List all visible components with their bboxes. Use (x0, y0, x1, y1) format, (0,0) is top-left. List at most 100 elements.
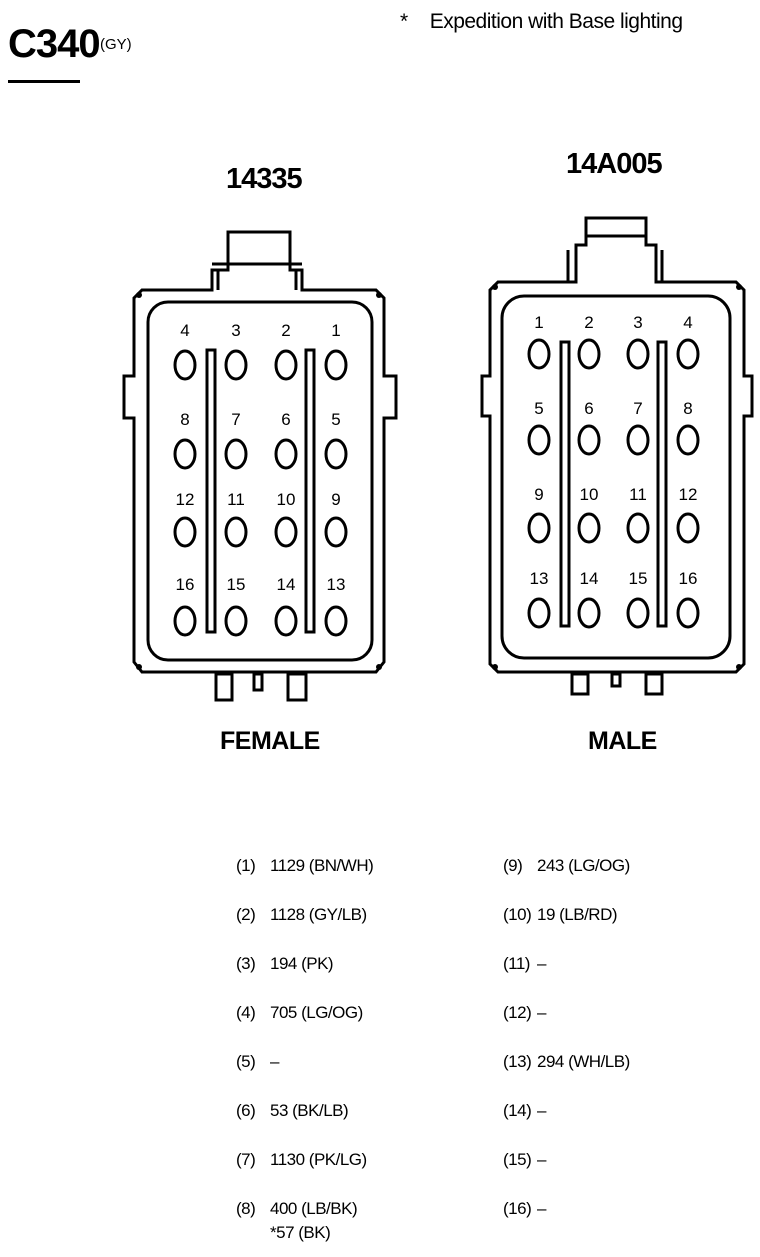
pinout-row: (14)– (503, 1101, 546, 1121)
pin-position: (4) (236, 1003, 256, 1022)
circuit-value: 194 (PK) (270, 954, 334, 973)
pin-number-8: 8 (180, 410, 189, 429)
pin-cavity-6 (274, 438, 298, 470)
pin-number-11: 11 (629, 485, 647, 504)
pin-cavity-15 (626, 597, 650, 629)
circuit-value: – (270, 1052, 279, 1071)
circuit-value: 53 (BK/LB) (270, 1101, 349, 1120)
circuit-value: 294 (WH/LB) (537, 1052, 630, 1071)
circuit-value: 243 (LG/OG) (537, 856, 630, 875)
pin-cavity-1 (324, 349, 348, 381)
pin-cavity-9 (324, 516, 348, 548)
pin-cavity-11 (224, 516, 248, 548)
circuit-value: 1130 (PK/LG) (270, 1150, 367, 1169)
pin-cavity-2 (274, 349, 298, 381)
pinout-row: (4) 705 (LG/OG) (236, 1003, 363, 1023)
pinout-row: (10)19 (LB/RD) (503, 905, 618, 925)
connector-id: C340 (8, 22, 101, 66)
pin-number-15: 15 (629, 569, 648, 588)
pinout-row: (5)– (236, 1052, 279, 1072)
pin-number-8: 8 (683, 399, 692, 418)
pin-number-13: 13 (327, 575, 346, 594)
pin-cavity-11 (626, 512, 650, 544)
pin-number-16: 16 (679, 569, 698, 588)
pin-number-14: 14 (277, 575, 296, 594)
pinout-row: (13)294 (WH/LB) (503, 1052, 630, 1072)
pinout-row: (9)243 (LG/OG) (503, 856, 630, 876)
pin-number-10: 10 (277, 490, 296, 509)
pin-cavity-6 (577, 424, 601, 456)
circuit-value: 1129 (BN/WH) (270, 856, 374, 875)
pin-cavity-5 (324, 438, 348, 470)
pin-number-1: 1 (534, 313, 543, 332)
pin-number-14: 14 (580, 569, 599, 588)
pin-cavity-9 (527, 512, 551, 544)
pin-position: (11) (503, 954, 530, 973)
circuit-value: 400 (LB/BK) (270, 1199, 358, 1218)
pin-cavity-13 (324, 605, 348, 637)
pin-cavity-7 (224, 438, 248, 470)
pin-position: (2) (236, 905, 256, 924)
title-underline (8, 80, 80, 83)
pin-number-7: 7 (231, 410, 240, 429)
circuit-value: – (537, 1199, 546, 1218)
pin-number-6: 6 (281, 410, 290, 429)
pin-cavity-8 (676, 424, 700, 456)
pin-position: (10) (503, 905, 532, 924)
pin-number-7: 7 (633, 399, 642, 418)
pin-position: (14) (503, 1101, 532, 1120)
pin-cavity-3 (224, 349, 248, 381)
pin-cavity-12 (173, 516, 197, 548)
pinout-row: (16)– (503, 1199, 546, 1219)
female-label: FEMALE (220, 727, 320, 755)
pin-number-5: 5 (534, 399, 543, 418)
pin-cavity-15 (224, 605, 248, 637)
pin-cavity-14 (274, 605, 298, 637)
pin-number-12: 12 (679, 485, 698, 504)
pin-position: (15) (503, 1150, 532, 1169)
pin-cavity-2 (577, 338, 601, 370)
pinout-row: (1) 1129 (BN/WH) (236, 856, 374, 876)
pin-number-2: 2 (281, 321, 290, 340)
pin-position: (1) (236, 856, 256, 875)
pin-number-4: 4 (683, 313, 692, 332)
male-label: MALE (588, 727, 657, 755)
connector-color: (GY) (100, 36, 132, 53)
pin-cavity-5 (527, 424, 551, 456)
pin-number-3: 3 (633, 313, 642, 332)
pin-cavity-16 (173, 605, 197, 637)
pin-number-3: 3 (231, 321, 240, 340)
pin-position: (7) (236, 1150, 256, 1169)
pinout-row: (3)194 (PK) (236, 954, 334, 974)
pin-position: (12) (503, 1003, 532, 1022)
male-part-number: 14A005 (566, 148, 663, 180)
pin-number-5: 5 (331, 410, 340, 429)
pin-number-2: 2 (584, 313, 593, 332)
note-marker: * (400, 10, 408, 33)
pin-number-6: 6 (584, 399, 593, 418)
key-slot (559, 340, 571, 628)
key-slot (656, 340, 668, 628)
pin-cavity-14 (577, 597, 601, 629)
pin-cavity-13 (527, 597, 551, 629)
pinout-row: (8)400 (LB/BK)*57 (BK) (236, 1199, 358, 1243)
pinout-row: (2)1128 (GY/LB) (236, 905, 367, 925)
pinout-row: (15)– (503, 1150, 546, 1170)
pin-position: (16) (503, 1199, 532, 1218)
pin-cavity-1 (527, 338, 551, 370)
pinout-row: (7) 1130 (PK/LG) (236, 1150, 367, 1170)
circuit-value: 705 (LG/OG) (270, 1003, 363, 1022)
circuit-value: – (537, 1150, 546, 1169)
pin-number-12: 12 (176, 490, 195, 509)
pinout-row: (12)– (503, 1003, 546, 1023)
pin-number-13: 13 (530, 569, 549, 588)
pin-cavity-7 (626, 424, 650, 456)
pin-number-16: 16 (176, 575, 195, 594)
pinout-row: (11)– (503, 954, 546, 974)
pin-position: (6) (236, 1101, 256, 1120)
pin-number-1: 1 (331, 321, 340, 340)
pinout-row: (6) 53 (BK/LB) (236, 1101, 349, 1121)
pin-position: (8) (236, 1199, 256, 1218)
